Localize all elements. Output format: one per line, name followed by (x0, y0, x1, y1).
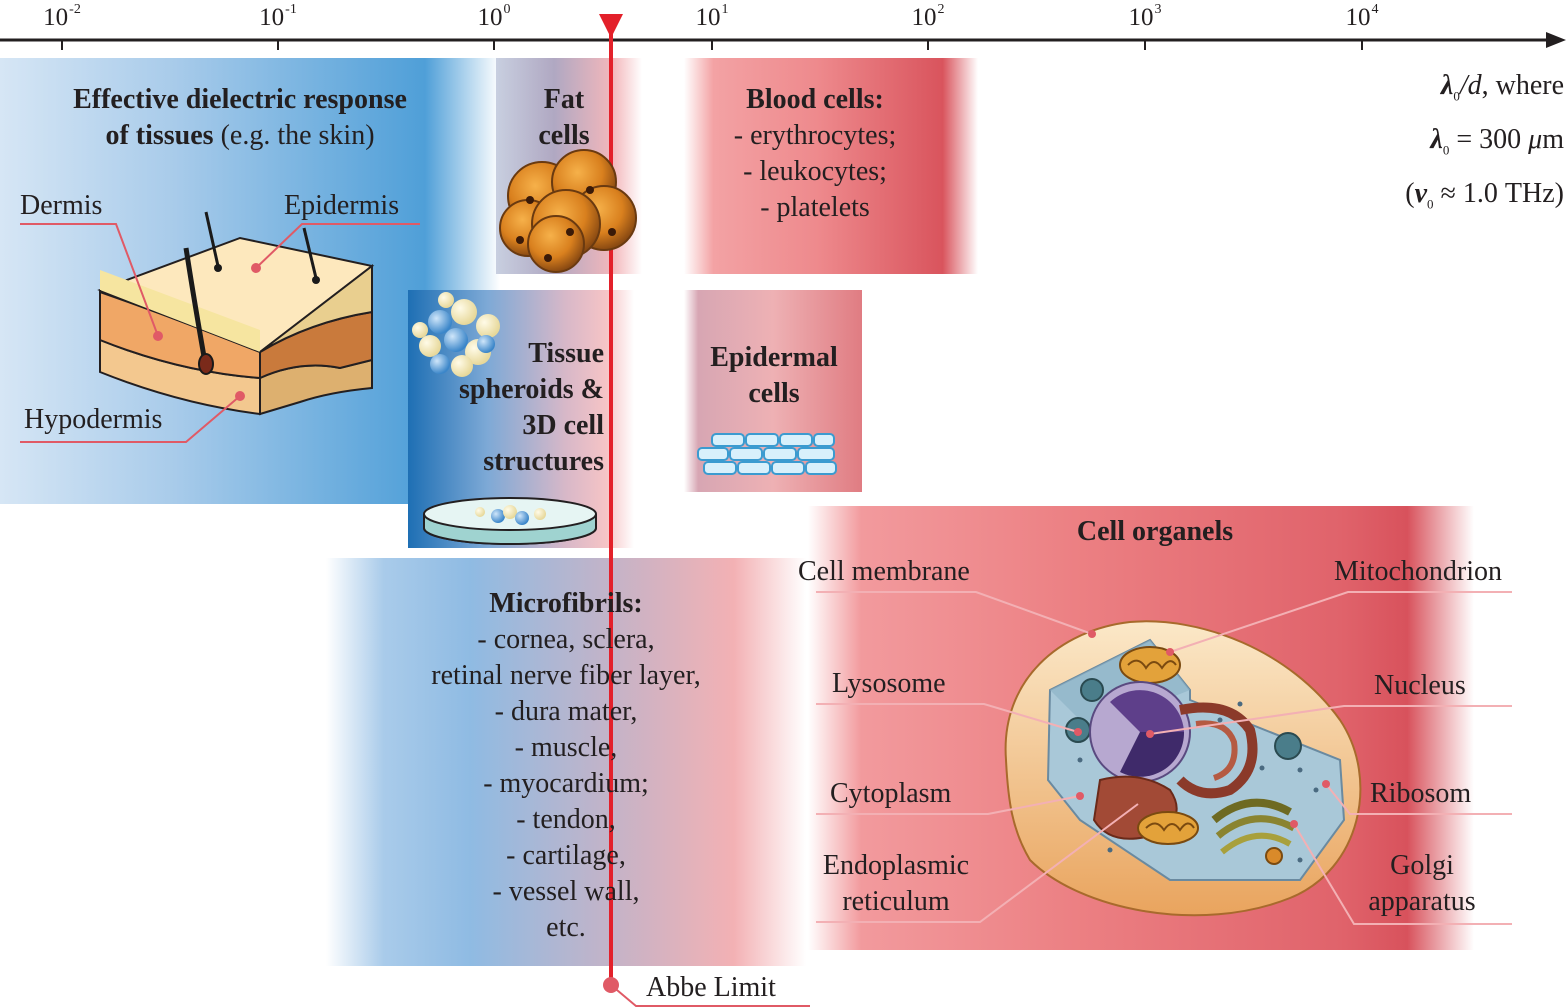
cytoplasm-label: Cytoplasm (830, 778, 952, 809)
list-item: - tendon, (516, 804, 616, 835)
epidermal-cells-illustration (697, 433, 837, 475)
list-item: - erythrocytes; (733, 120, 897, 151)
spheroids-title: Tissue spheroids & 3D cell structures (459, 338, 604, 477)
cell-membrane-label: Cell membrane (798, 556, 970, 587)
list-item: - dura mater, (494, 696, 638, 727)
petri-dish-illustration (423, 497, 597, 545)
axis-tick-label: 102 (911, 2, 945, 31)
list-item: - cartilage, (506, 840, 626, 871)
dermis-label: Dermis (20, 190, 103, 221)
hypodermis-label: Hypodermis (24, 404, 163, 435)
list-item: - platelets (760, 192, 870, 223)
axis-tick-label: 101 (695, 2, 729, 31)
microfibrils-band (326, 558, 806, 966)
axis-tick-label: 100 (477, 2, 511, 31)
nucleus-label: Nucleus (1374, 670, 1466, 701)
mitochondrion-label: Mitochondrion (1334, 556, 1502, 587)
lysosome-label: Lysosome (832, 668, 946, 699)
fat-cells-illustration (499, 149, 637, 273)
list-item: retinal nerve fiber layer, (431, 660, 701, 691)
wavelength-label: λ0 = 300 μm (1430, 124, 1564, 158)
list-item: - leukocytes; (743, 156, 887, 187)
cell-illustration (1004, 620, 1362, 917)
list-item: - vessel wall, (492, 876, 640, 907)
frequency-label: (ν0 ≈ 1.0 THz) (1405, 178, 1564, 212)
golgi-apparatus-label: Golgi apparatus (1368, 850, 1476, 917)
blood-cells-block: Blood cells: - erythrocytes; - leukocyte… (700, 82, 930, 226)
list-item: - myocardium; (483, 768, 649, 799)
list-item: etc. (546, 912, 586, 943)
log-axis (0, 32, 1566, 50)
fat-cells-title: Fat cells (538, 84, 590, 151)
axis-quantity-label: λ0/d, where (1440, 70, 1564, 104)
ribosom-label: Ribosom (1370, 778, 1472, 809)
list-item: - muscle, (514, 732, 618, 763)
abbe-limit-label: Abbe Limit (646, 972, 776, 1003)
organels-title: Cell organels (1076, 516, 1234, 547)
skin-leaders (20, 223, 420, 443)
axis-tick-label: 103 (1128, 2, 1162, 31)
axis-tick-label: 10-1 (259, 2, 297, 31)
epidermal-cells-title: Epidermal cells (710, 342, 838, 409)
blood-cells-band (684, 58, 978, 274)
endoplasmic-reticulum-label: Endoplasmic reticulum (822, 850, 970, 917)
skin-illustration (97, 211, 375, 416)
list-item: - cornea, sclera, (477, 624, 655, 655)
organel-leaders (816, 591, 1512, 925)
microfibrils-block: Microfibrils: - cornea, sclera, retinal … (376, 586, 756, 946)
axis-tick-label: 104 (1345, 2, 1379, 31)
microfibrils-title: Microfibrils: (489, 588, 643, 619)
epidermis-label: Epidermis (284, 190, 400, 221)
spheroids-illustration (412, 292, 500, 377)
dielectric-title: Effective dielectric response of tissues… (73, 84, 407, 151)
axis-tick-label: 10-2 (43, 2, 81, 31)
blood-cells-title: Blood cells: (746, 84, 884, 115)
